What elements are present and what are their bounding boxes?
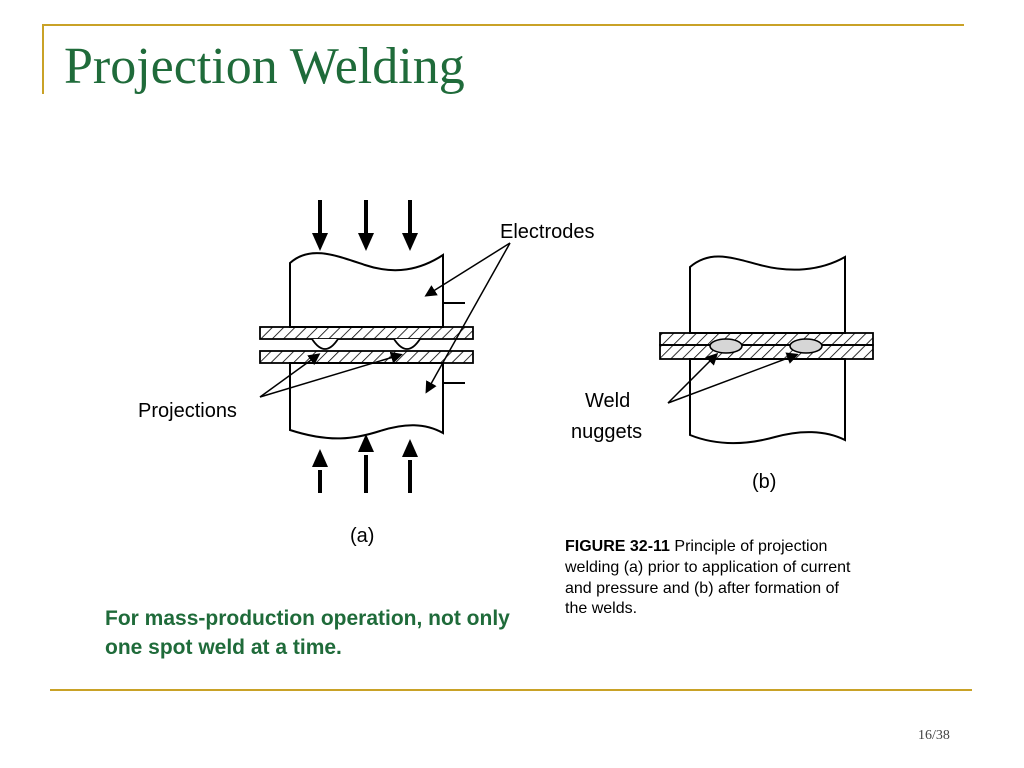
projection-dimple-1 [311, 338, 339, 350]
bottom-force-arrows-a [312, 434, 418, 493]
label-b: (b) [752, 471, 776, 493]
figure-caption: FIGURE 32-11 Principle of projection wel… [565, 537, 855, 620]
weld-nuggets-leader-lines [667, 352, 799, 404]
electrodes-leader-lines [424, 242, 511, 394]
projections-leader-lines [259, 351, 403, 398]
projections-label: Projections [138, 400, 237, 422]
upper-electrode-b [689, 255, 846, 334]
figure-caption-text: Principle of projection welding (a) prio… [565, 538, 851, 618]
lower-plate-a [259, 350, 474, 364]
nuggets-label: nuggets [571, 421, 642, 443]
diagram-a: Electrodes Projections (a) [138, 200, 595, 547]
slide-frame-bottom-rule [50, 689, 972, 691]
lower-electrode-b [689, 358, 846, 445]
lower-electrode-a [289, 362, 444, 440]
page-number: 16/38 [918, 728, 950, 743]
slide-note: For mass-production operation, not only … [105, 607, 510, 660]
projection-welding-figure: Electrodes Projections (a) Weld nuggets … [138, 200, 874, 547]
label-a: (a) [350, 525, 374, 547]
slide-frame-left-rule [42, 24, 44, 94]
upper-plate-a [259, 326, 474, 340]
weld-nugget-2 [789, 338, 823, 354]
top-force-arrows-a [312, 200, 418, 251]
weld-label: Weld [585, 390, 630, 412]
slide-frame-top-rule [42, 24, 964, 26]
weld-nugget-1 [709, 338, 743, 354]
slide-title: Projection Welding [64, 38, 465, 95]
diagram-b: Weld nuggets (b) [571, 255, 874, 493]
upper-electrode-a [289, 252, 444, 328]
joined-plates-b [659, 332, 874, 346]
figure-id: FIGURE 32-11 [565, 538, 670, 555]
projection-dimple-2 [393, 338, 421, 350]
electrodes-label: Electrodes [500, 221, 595, 243]
